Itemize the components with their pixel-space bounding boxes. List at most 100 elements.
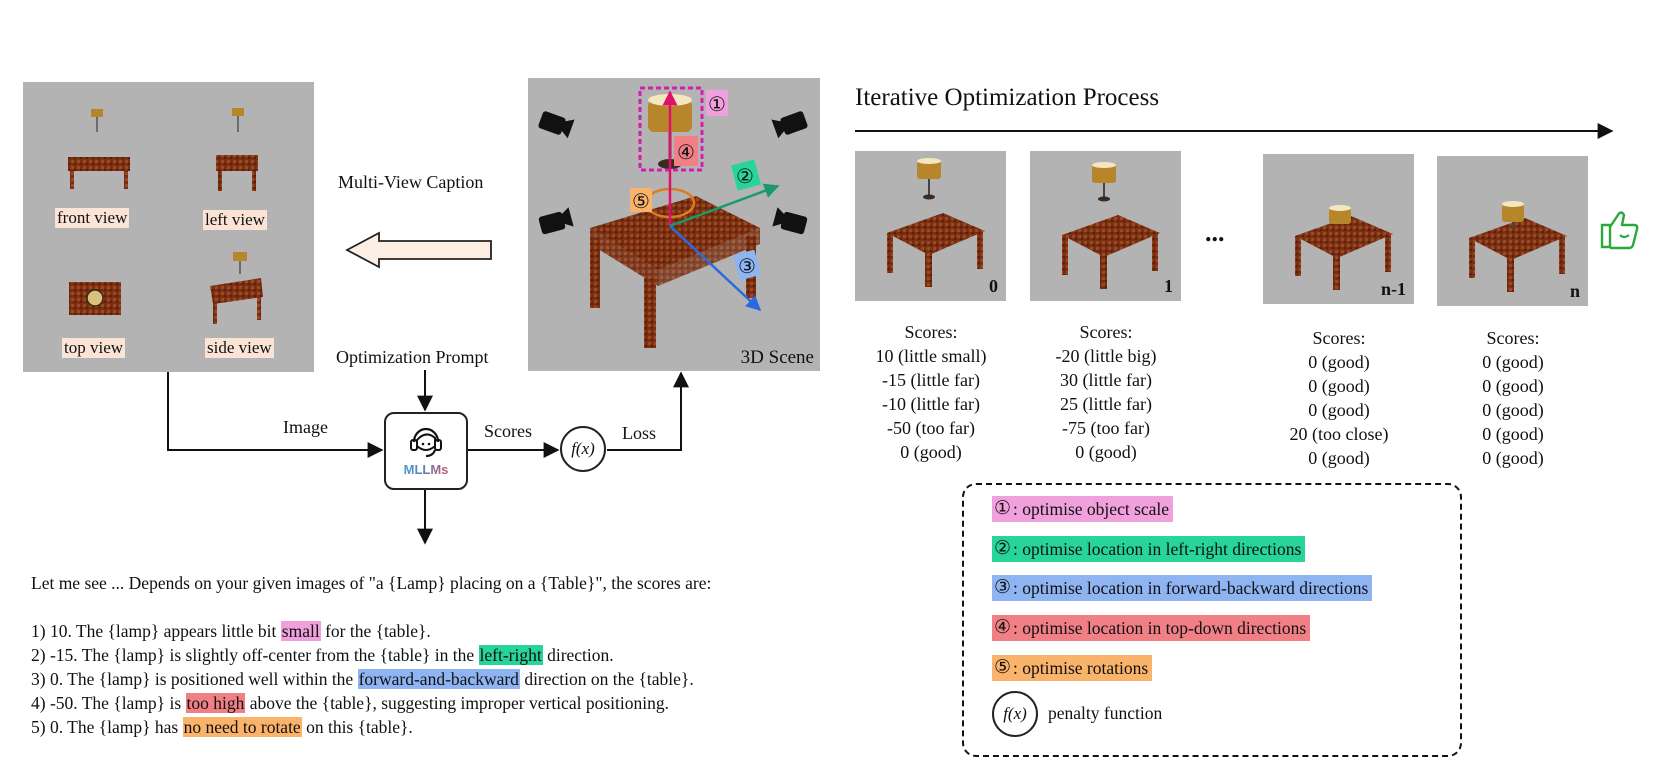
scores-frame-n-1: Scores: 0 (good) 0 (good) 0 (good) 20 (t… <box>1263 326 1415 470</box>
penalty-function-node: f(x) <box>560 426 606 472</box>
multiview-panel: front view left view top view side view <box>23 82 314 372</box>
thumbs-up-icon <box>1600 211 1639 250</box>
score-line: Scores: <box>1312 328 1366 348</box>
legend-text: : optimise location in forward-backward … <box>1013 578 1369 598</box>
response-line-5: 5) 0. The {lamp} has no need to rotate o… <box>31 715 413 739</box>
score-line: 30 (little far) <box>1060 370 1152 390</box>
response-text: above the {table}, suggesting improper v… <box>245 693 669 713</box>
response-text: 3) 0. The {lamp} is positioned well with… <box>31 669 358 689</box>
marker-3: ③ <box>738 256 756 278</box>
side-view-render <box>210 252 263 324</box>
iteration-render <box>1295 205 1393 290</box>
score-line: -10 (little far) <box>882 394 980 414</box>
ellipsis: ... <box>1205 218 1225 247</box>
legend-item-rotations: ⑤: optimise rotations <box>992 655 1153 681</box>
multiview-renderings <box>68 108 263 324</box>
legend-item-top-down: ④: optimise location in top-down directi… <box>992 615 1311 641</box>
legend-text: : optimise object scale <box>1013 499 1170 519</box>
mllm-box: MLLMs <box>384 412 468 490</box>
response-line-3: 3) 0. The {lamp} is positioned well with… <box>31 667 694 691</box>
response-line-4: 4) -50. The {lamp} is too high above the… <box>31 691 669 715</box>
caption-side-view: side view <box>205 338 274 358</box>
legend-item-forward-backward: ③: optimise location in forward-backward… <box>992 575 1373 601</box>
camera-icon <box>771 111 808 139</box>
response-highlight: no need to rotate <box>182 717 302 737</box>
response-line-1: 1) 10. The {lamp} appears little bit sma… <box>31 619 431 643</box>
legend-text: : optimise location in left-right direct… <box>1013 539 1302 559</box>
response-text: direction. <box>542 645 614 665</box>
score-line: 0 (good) <box>1482 400 1544 420</box>
score-line: Scores: <box>904 322 958 342</box>
camera-icon <box>772 207 808 235</box>
camera-icon <box>538 207 574 235</box>
response-highlight: too high <box>185 693 246 713</box>
scores-frame-0: Scores: 10 (little small) -15 (little fa… <box>855 320 1007 464</box>
caption-left-view: left view <box>203 210 267 230</box>
score-line: 0 (good) <box>900 442 962 462</box>
score-line: 0 (good) <box>1482 352 1544 372</box>
hollow-left-arrow <box>345 231 492 269</box>
scores-frame-n: Scores: 0 (good) 0 (good) 0 (good) 0 (go… <box>1437 326 1589 470</box>
score-line: 0 (good) <box>1308 400 1370 420</box>
response-text: direction on the {table}. <box>519 669 694 689</box>
image-label: Image <box>283 417 328 437</box>
iteration-render <box>887 158 985 287</box>
scores-label: Scores <box>484 421 532 441</box>
caption-top-view: top view <box>62 338 126 358</box>
score-line: -50 (too far) <box>887 418 975 438</box>
multi-view-caption-label: Multi-View Caption <box>338 172 484 192</box>
score-line: 0 (good) <box>1308 376 1370 396</box>
frame-number: 1 <box>1164 276 1173 296</box>
score-line: Scores: <box>1486 328 1540 348</box>
marker-1: ① <box>708 94 726 116</box>
iteration-frame-n-1: n-1 <box>1263 154 1414 304</box>
mllm-text: MLLMs <box>403 462 449 477</box>
iteration-frame-1: 1 <box>1030 151 1181 301</box>
response-text: 1) 10. The {lamp} appears little bit <box>31 621 281 641</box>
legend-number: ④ <box>994 617 1012 638</box>
legend-penalty-text: penalty function <box>1048 703 1163 723</box>
scene-label: 3D Scene <box>740 347 814 368</box>
legend-number: ① <box>994 498 1012 519</box>
score-line: -20 (little big) <box>1055 346 1157 366</box>
response-highlight: forward-and-backward <box>357 669 520 689</box>
legend-text: : optimise rotations <box>1013 658 1149 678</box>
response-text: on this {table}. <box>301 717 413 737</box>
score-line: 0 (good) <box>1482 376 1544 396</box>
response-intro: Let me see ... Depends on your given ima… <box>31 573 712 593</box>
camera-icon <box>538 111 575 139</box>
support-agent-icon <box>410 427 442 457</box>
iterative-title: Iterative Optimization Process <box>855 84 1160 111</box>
top-view-render <box>69 282 121 315</box>
score-line: -15 (little far) <box>882 370 980 390</box>
frame-number: n-1 <box>1380 279 1406 299</box>
scene-panel: ① ④ ② ③ ⑤ 3D Scene <box>528 78 820 371</box>
response-highlight: left-right <box>478 645 543 665</box>
legend-number: ③ <box>994 577 1012 598</box>
legend-number: ② <box>994 538 1012 559</box>
scores-frame-1: Scores: -20 (little big) 30 (little far)… <box>1030 320 1182 464</box>
score-line: -75 (too far) <box>1062 418 1150 438</box>
legend-fx-icon: f(x) <box>992 691 1038 737</box>
iteration-render <box>1062 162 1160 289</box>
score-line: 20 (too close) <box>1289 424 1389 444</box>
score-line: 0 (good) <box>1482 448 1544 468</box>
response-text: 5) 0. The {lamp} has <box>31 717 183 737</box>
optimization-prompt-label: Optimization Prompt <box>336 347 489 367</box>
score-line: 10 (little small) <box>875 346 987 366</box>
legend-number: ⑤ <box>994 657 1012 678</box>
loss-label: Loss <box>622 423 657 443</box>
score-line: 0 (good) <box>1075 442 1137 462</box>
marker-5: ⑤ <box>632 191 650 213</box>
mllm-label: MLLMs <box>386 462 466 477</box>
iteration-render <box>1469 201 1567 292</box>
score-line: 0 (good) <box>1308 448 1370 468</box>
response-line-2: 2) -15. The {lamp} is slightly off-cente… <box>31 643 614 667</box>
iteration-frame-0: 0 <box>855 151 1006 301</box>
frame-number: 0 <box>989 276 998 296</box>
response-text: 2) -15. The {lamp} is slightly off-cente… <box>31 645 479 665</box>
scene-render <box>538 86 808 348</box>
legend-item-scale: ①: optimise object scale <box>992 496 1174 522</box>
legend-box: ①: optimise object scale ②: optimise loc… <box>962 483 1462 757</box>
